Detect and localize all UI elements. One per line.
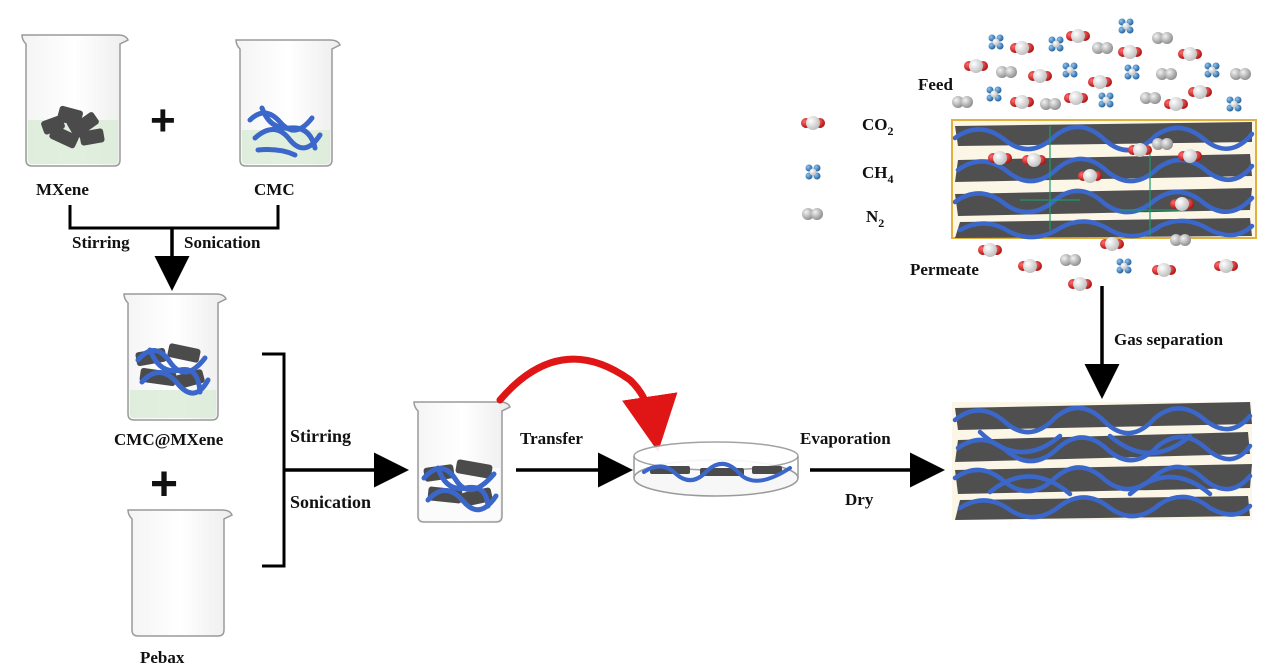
plus-sign-1: + bbox=[150, 96, 176, 145]
legend-n2-icon bbox=[802, 208, 823, 220]
beaker-cmc-mxene bbox=[123, 293, 227, 421]
petri-dish bbox=[633, 441, 799, 497]
label-cmc-mxene: CMC@MXene bbox=[114, 430, 224, 449]
permeate-molecules bbox=[978, 234, 1238, 291]
legend: CO2 CH4 N2 bbox=[801, 115, 894, 230]
label-sonication-1: Sonication bbox=[184, 233, 261, 252]
label-permeate: Permeate bbox=[910, 260, 979, 279]
legend-co2-icon bbox=[801, 116, 825, 130]
legend-ch4-label: CH4 bbox=[862, 163, 894, 186]
label-pebax: Pebax bbox=[140, 648, 185, 667]
beaker-mxene bbox=[21, 34, 129, 167]
feed-molecules bbox=[952, 18, 1251, 112]
label-dry: Dry bbox=[845, 490, 874, 509]
separation-membrane bbox=[951, 119, 1257, 240]
mix-bracket bbox=[68, 205, 280, 230]
beaker-mixture bbox=[413, 401, 511, 523]
label-stirring-2: Stirring bbox=[290, 426, 351, 446]
label-feed: Feed bbox=[918, 75, 953, 94]
mxene-flakes bbox=[41, 105, 105, 149]
legend-co2-label: CO2 bbox=[862, 115, 894, 138]
transfer-curved-arrow bbox=[496, 355, 678, 452]
beaker-pebax bbox=[127, 509, 233, 637]
legend-ch4-icon bbox=[805, 164, 821, 180]
label-cmc: CMC bbox=[254, 180, 295, 199]
label-transfer: Transfer bbox=[520, 429, 583, 448]
label-stirring-1: Stirring bbox=[72, 233, 130, 252]
label-sonication-2: Sonication bbox=[290, 492, 371, 512]
combine-bracket bbox=[262, 352, 286, 568]
label-gas-separation: Gas separation bbox=[1114, 330, 1224, 349]
label-mxene: MXene bbox=[36, 180, 89, 199]
label-evaporation: Evaporation bbox=[800, 429, 891, 448]
beaker-cmc bbox=[235, 39, 341, 167]
cmc-chains bbox=[247, 105, 323, 158]
plus-sign-2: + bbox=[150, 458, 178, 511]
legend-n2-label: N2 bbox=[866, 207, 884, 230]
final-membrane bbox=[952, 402, 1253, 520]
